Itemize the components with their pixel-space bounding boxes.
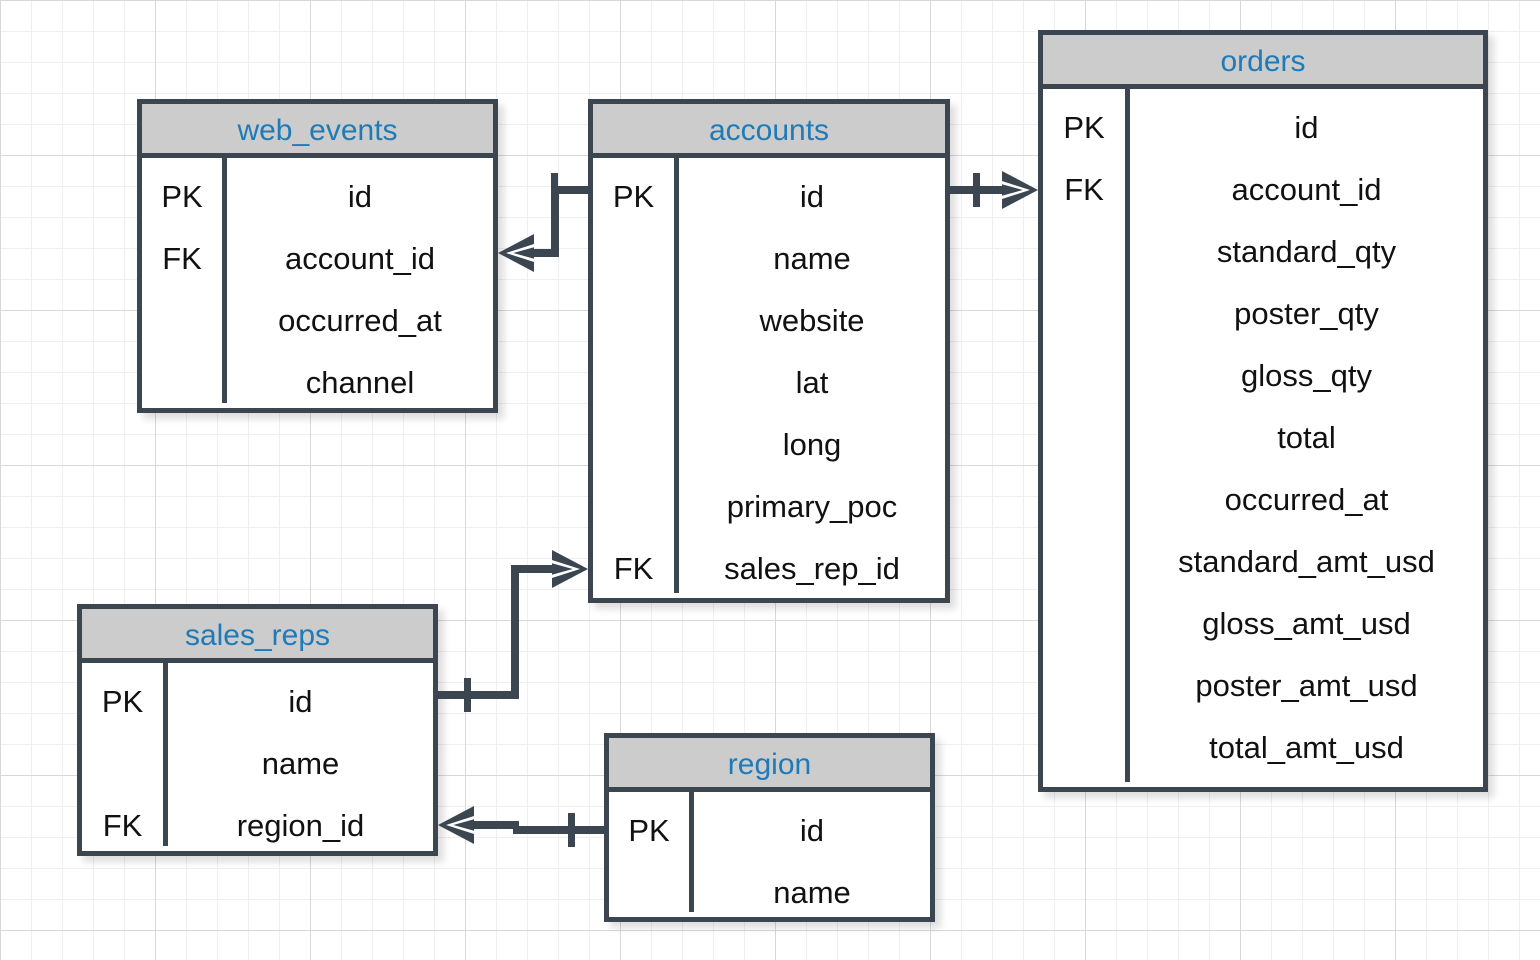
connector-segment bbox=[551, 186, 591, 194]
field-cell: occurred_at bbox=[1224, 482, 1389, 517]
key-cell: PK bbox=[628, 813, 670, 848]
one-tick-icon bbox=[568, 813, 575, 847]
field-cell: standard_amt_usd bbox=[1178, 544, 1435, 579]
field-cell: total bbox=[1277, 420, 1336, 455]
key-cell bbox=[593, 228, 674, 290]
field-cell: account_id bbox=[1231, 172, 1382, 207]
field-cell: long bbox=[782, 427, 842, 462]
field-cell: name bbox=[773, 875, 851, 910]
field-cell: sales_rep_id bbox=[724, 551, 900, 586]
field-column-web-events: id account_id occurred_at channel bbox=[227, 158, 493, 403]
key-cell: FK bbox=[1064, 172, 1104, 207]
connector-segment bbox=[474, 821, 519, 829]
key-cell: PK bbox=[161, 179, 203, 214]
connector-segment bbox=[438, 691, 519, 699]
field-cell: id bbox=[799, 179, 825, 214]
field-cell: region_id bbox=[236, 808, 365, 843]
key-cell: FK bbox=[613, 551, 654, 586]
key-cell: FK bbox=[102, 808, 143, 843]
connector-segment bbox=[551, 186, 559, 257]
key-cell bbox=[1043, 593, 1125, 655]
field-cell: total_amt_usd bbox=[1209, 730, 1404, 765]
key-column-region: PK bbox=[609, 792, 694, 912]
key-column-orders: PK FK bbox=[1043, 89, 1130, 782]
field-cell: gloss_amt_usd bbox=[1202, 606, 1411, 641]
entity-orders[interactable]: orders PK FK id account_id standard_qty … bbox=[1038, 30, 1488, 792]
key-column-accounts: PK FK bbox=[593, 158, 679, 593]
entity-title-sales-reps: sales_reps bbox=[82, 609, 433, 663]
field-column-sales-reps: id name region_id bbox=[168, 663, 433, 846]
key-cell bbox=[593, 476, 674, 538]
connector-segment bbox=[534, 249, 559, 257]
one-tick-icon bbox=[464, 678, 471, 712]
connector-segment bbox=[513, 826, 606, 834]
entity-title-web-events: web_events bbox=[142, 104, 493, 158]
key-cell bbox=[1043, 655, 1125, 717]
field-cell: id bbox=[799, 813, 825, 848]
field-column-accounts: id name website lat long primary_poc sal… bbox=[679, 158, 945, 593]
field-column-orders: id account_id standard_qty poster_qty gl… bbox=[1130, 89, 1483, 782]
field-cell: primary_poc bbox=[726, 489, 898, 524]
key-cell: PK bbox=[1063, 110, 1105, 145]
entity-body-orders: PK FK id account_id standard_qty poster_… bbox=[1043, 89, 1483, 782]
key-cell bbox=[82, 733, 163, 795]
entity-accounts[interactable]: accounts PK FK id name website lat long … bbox=[588, 99, 950, 603]
key-cell bbox=[609, 862, 689, 924]
crowfoot-many-icon bbox=[438, 806, 474, 844]
entity-title-orders: orders bbox=[1043, 35, 1483, 89]
entity-title-region: region bbox=[609, 738, 930, 792]
key-column-web-events: PK FK bbox=[142, 158, 227, 403]
key-cell: PK bbox=[612, 179, 655, 214]
key-cell bbox=[1043, 283, 1125, 345]
field-cell: id bbox=[288, 684, 313, 719]
key-cell bbox=[593, 414, 674, 476]
field-cell: name bbox=[261, 746, 340, 781]
entity-body-sales-reps: PK FK id name region_id bbox=[82, 663, 433, 846]
crowfoot-many-icon bbox=[1002, 171, 1038, 209]
field-cell: standard_qty bbox=[1216, 234, 1397, 269]
field-cell: poster_amt_usd bbox=[1195, 668, 1418, 703]
field-cell: occurred_at bbox=[278, 303, 442, 338]
field-cell: name bbox=[773, 241, 851, 276]
one-tick-icon bbox=[973, 173, 980, 207]
field-cell: lat bbox=[795, 365, 829, 400]
key-cell bbox=[593, 290, 674, 352]
key-cell bbox=[1043, 469, 1125, 531]
connector-segment bbox=[950, 186, 1022, 194]
entity-region[interactable]: region PK id name bbox=[604, 733, 935, 922]
entity-web-events[interactable]: web_events PK FK id account_id occurred_… bbox=[137, 99, 498, 413]
connector-segment bbox=[511, 565, 519, 699]
field-cell: gloss_qty bbox=[1241, 358, 1372, 393]
connector-segment bbox=[511, 565, 581, 573]
key-cell: FK bbox=[162, 241, 202, 276]
crowfoot-many-icon bbox=[552, 550, 588, 588]
key-cell bbox=[1043, 531, 1125, 593]
key-column-sales-reps: PK FK bbox=[82, 663, 168, 846]
key-cell bbox=[593, 352, 674, 414]
key-cell bbox=[142, 352, 222, 414]
entity-sales-reps[interactable]: sales_reps PK FK id name region_id bbox=[77, 604, 438, 856]
key-cell bbox=[1043, 717, 1125, 779]
field-cell: poster_qty bbox=[1234, 296, 1379, 331]
key-cell bbox=[1043, 221, 1125, 283]
field-column-region: id name bbox=[694, 792, 930, 912]
field-cell: id bbox=[1294, 110, 1319, 145]
field-cell: id bbox=[347, 179, 373, 214]
entity-body-web-events: PK FK id account_id occurred_at channel bbox=[142, 158, 493, 403]
key-cell bbox=[1043, 407, 1125, 469]
entity-body-region: PK id name bbox=[609, 792, 930, 912]
field-cell: website bbox=[759, 303, 865, 338]
key-cell bbox=[142, 290, 222, 352]
entity-title-accounts: accounts bbox=[593, 104, 945, 158]
key-cell: PK bbox=[101, 684, 144, 719]
entity-body-accounts: PK FK id name website lat long primary_p… bbox=[593, 158, 945, 593]
one-tick-icon bbox=[551, 173, 558, 207]
field-cell: channel bbox=[305, 365, 415, 400]
field-cell: account_id bbox=[285, 241, 435, 276]
crowfoot-many-icon bbox=[498, 234, 534, 272]
key-cell bbox=[1043, 345, 1125, 407]
